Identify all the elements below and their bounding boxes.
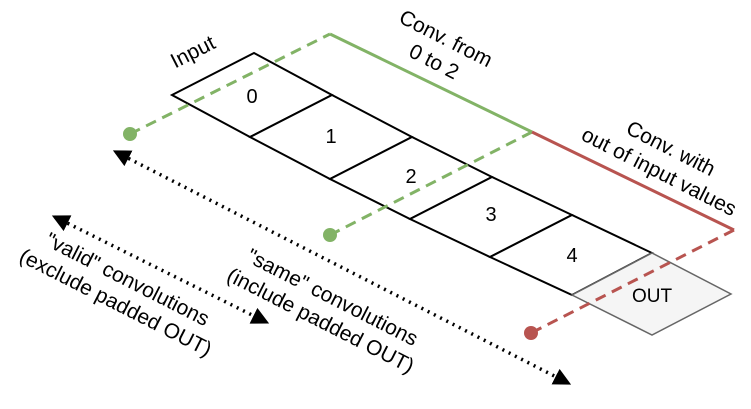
green-point-top: [123, 127, 137, 141]
red-point: [524, 326, 538, 340]
cell-label-4: 4: [566, 245, 577, 267]
cell-label-3: 3: [485, 204, 496, 226]
conv-out-label: Conv. with out of input values: [578, 117, 740, 221]
same-range-arrow: [112, 150, 572, 385]
green-point-bottom: [323, 228, 337, 242]
cell-label-2: 2: [405, 166, 416, 188]
valid-range-arrow: [51, 215, 270, 324]
cell-label-1: 1: [325, 126, 336, 148]
cell-label-0: 0: [246, 86, 257, 108]
green-solid-span: [329, 32, 533, 134]
valid-conv-label: "valid" convolutions (exclude padded OUT…: [16, 228, 216, 361]
red-solid-span: [531, 130, 735, 232]
same-conv-label: "same" convolutions (include padded OUT): [223, 245, 421, 378]
out-cell-label: OUT: [632, 286, 673, 307]
out-cell: [570, 252, 733, 336]
input-label: Input: [167, 31, 219, 73]
conv-from-label: Conv. from 0 to 2: [395, 6, 496, 85]
green-dashed-top: [129, 32, 331, 136]
